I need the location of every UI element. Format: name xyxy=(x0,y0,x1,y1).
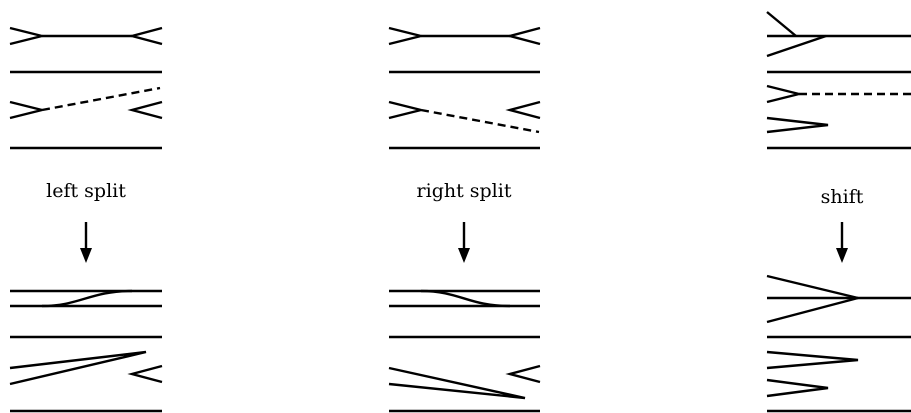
right-split-after xyxy=(388,289,541,413)
chevron-open-right xyxy=(766,84,800,104)
slanted-stroke xyxy=(766,34,827,58)
chevron-open-right xyxy=(9,100,43,120)
chevron-open-left xyxy=(505,26,541,46)
chevron-open-right xyxy=(9,26,43,46)
chevron-open-left xyxy=(127,26,163,46)
down-arrow xyxy=(836,222,848,263)
chevron-open-left xyxy=(505,100,541,120)
transition-curve xyxy=(420,289,511,308)
merged-wedge xyxy=(388,366,526,400)
operation-label: right split xyxy=(417,180,512,202)
transition-curve xyxy=(41,289,133,308)
down-arrow xyxy=(80,222,92,263)
narrow-wedge xyxy=(766,378,829,398)
narrow-wedge xyxy=(766,350,859,370)
operation-label: left split xyxy=(46,180,126,202)
chevron-open-left xyxy=(505,364,541,384)
right-split-before xyxy=(388,26,541,150)
chevron-open-left xyxy=(127,364,163,384)
chevron-open-right xyxy=(388,26,422,46)
dashed-edge xyxy=(41,86,161,112)
chevron-open-right xyxy=(388,100,422,120)
shift-after xyxy=(766,274,911,413)
operation-left-split: left split xyxy=(9,26,163,413)
operation-label: shift xyxy=(821,186,864,208)
operation-right-split: right split xyxy=(388,26,541,413)
left-split-before xyxy=(9,26,163,150)
slanted-stroke xyxy=(766,11,797,37)
slanted-stroke xyxy=(766,274,859,300)
slanted-stroke xyxy=(766,296,859,324)
operation-shift: shift xyxy=(766,11,911,413)
narrow-wedge xyxy=(766,116,829,134)
merged-wedge xyxy=(9,350,147,386)
dashed-edge xyxy=(420,108,540,134)
shift-before xyxy=(766,11,911,150)
chevron-open-left xyxy=(127,100,163,120)
down-arrow xyxy=(458,222,470,263)
left-split-after xyxy=(9,289,163,413)
